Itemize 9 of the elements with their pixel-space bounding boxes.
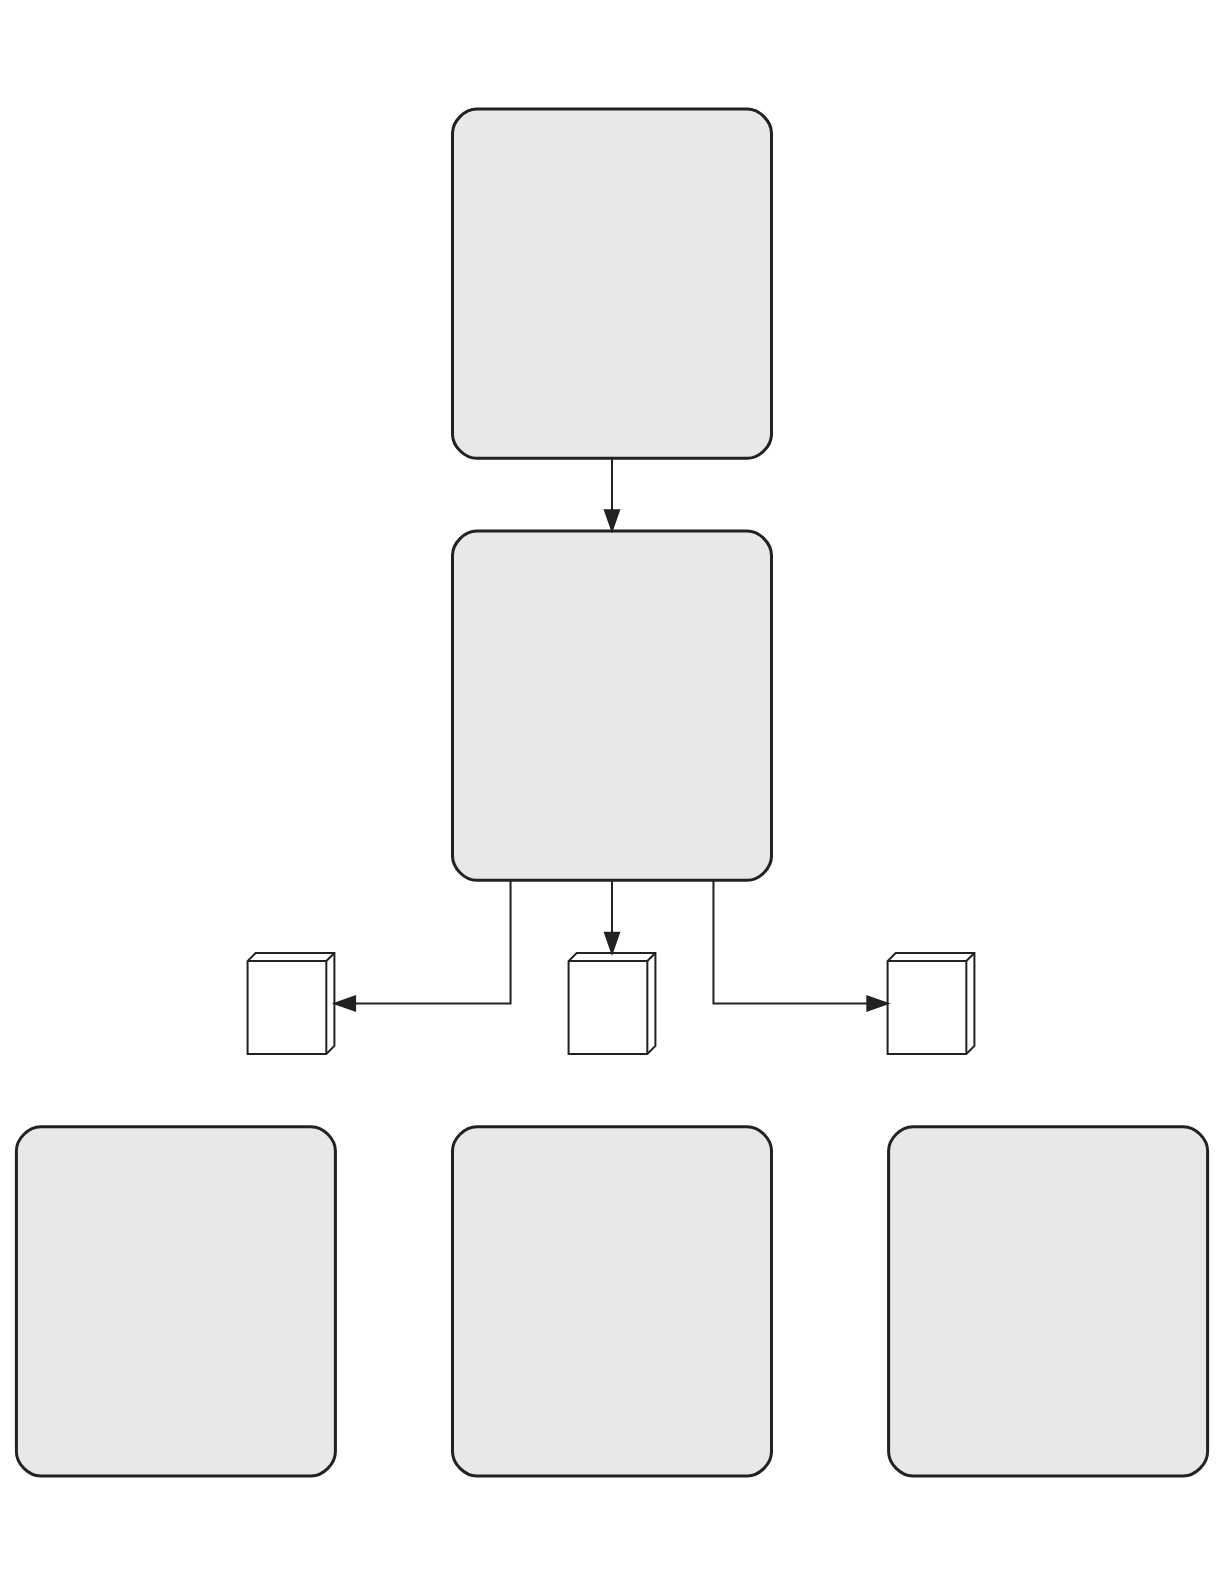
arrow — [603, 880, 621, 956]
node-box — [451, 529, 773, 882]
node-box — [451, 1124, 773, 1477]
node-box — [451, 107, 773, 460]
node-box — [887, 1124, 1210, 1477]
arrow — [712, 880, 891, 1012]
arrow — [331, 880, 512, 1012]
arrow — [603, 457, 621, 533]
node-box — [14, 1124, 337, 1477]
